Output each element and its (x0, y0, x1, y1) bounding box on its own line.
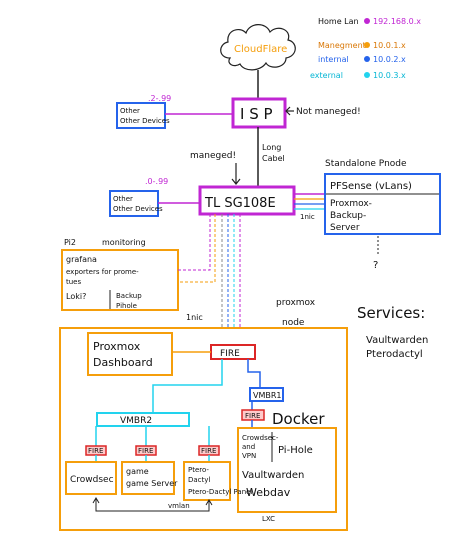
docker-lxc-box (237, 427, 337, 513)
switch-to-pi-home (178, 214, 211, 271)
standalone-proxmox: Proxmox- (330, 199, 372, 209)
isp-box (231, 97, 287, 129)
vmbr1-label: VMBR1 (253, 391, 282, 400)
vm-game-server-line1: game (126, 467, 149, 476)
switch-nic-label: 1nic (300, 213, 315, 221)
legend-internal-dot (364, 56, 370, 62)
isp-not-managed-note: Not maneged! (296, 107, 361, 117)
legend-internal-ip: 10.0.2.x (373, 55, 406, 64)
vm-ptero-line2: Dactyl (188, 476, 210, 484)
docker-webdav: Webdav (246, 486, 291, 499)
standalone-backup: Backup- (330, 211, 366, 221)
pi-subtitle: monitoring (102, 238, 146, 247)
pi-exporters-cont: tues (66, 278, 81, 286)
switch-other-ip: .0-.99 (145, 177, 168, 186)
switch-box (198, 185, 296, 216)
legend-home-dot (364, 18, 370, 24)
vm-game-server-label: game Server (126, 479, 178, 488)
legend: Home Lan 192.168.0.x Manegment 10.0.1.x … (310, 17, 421, 80)
vm-ptero-line1: Ptero- (188, 466, 209, 474)
docker-vaultwarden: Vaultwarden (242, 470, 304, 481)
cloud-icon (220, 24, 296, 71)
legend-external-dot (364, 72, 370, 78)
vmbr2-box (96, 412, 190, 427)
isp-other-devices-line1: Other (120, 107, 140, 115)
vm3-firewall-label: FIRE (201, 447, 216, 455)
docker-title: Docker (272, 410, 325, 428)
vm2-firewall-label: FIRE (138, 447, 153, 455)
cloudflare-cloud: CloudFlare (220, 24, 296, 71)
lxc-label: LXC (262, 515, 275, 523)
isp-other-devices-label: Other Devices (120, 117, 170, 125)
legend-home-label: Home Lan (318, 17, 359, 26)
vm-crowdsec-box (65, 461, 117, 495)
docker-firewall-label: FIRE (245, 412, 260, 420)
cloudflare-label: CloudFlare (234, 44, 287, 55)
managed-note: maneged! (190, 151, 236, 161)
legend-mgmt-dot (364, 42, 370, 48)
docker-pihole: Pi-Hole (278, 445, 313, 456)
switch-label: TL SG108E (204, 196, 276, 211)
vm-game-server-box (121, 461, 175, 495)
standalone-box (324, 173, 441, 235)
legend-internal-label: internal (318, 55, 349, 64)
legend-mgmt-label: Manegment (318, 41, 366, 50)
vm-pterodactyl-label: Ptero-Dactyl Panel (188, 488, 252, 496)
proxmox-dashboard-line1: Proxmox (93, 340, 141, 353)
isp-other-devices-box (116, 102, 166, 129)
legend-home-ip: 192.168.0.x (373, 17, 421, 26)
vmlan-link (95, 498, 210, 512)
proxmox-nic-label: 1nic (186, 313, 203, 322)
pi-box (61, 249, 179, 311)
vm1-firewall-label: FIRE (88, 447, 103, 455)
isp-other-ip: .2-.99 (148, 94, 171, 103)
pi-loki: Loki? (66, 292, 86, 301)
services-pterodactyl: Pterodactyl (366, 349, 423, 360)
proxmox-title-line2: node (282, 318, 305, 328)
docker-and: and (242, 443, 255, 451)
firewall-to-vmbr1 (247, 359, 261, 388)
proxmox-node-box (59, 327, 348, 531)
legend-mgmt-ip: 10.0.1.x (373, 41, 406, 50)
pi-grafana: grafana (66, 255, 97, 264)
isp-label: I S P (240, 105, 273, 123)
long-cable-line1: Long (262, 143, 281, 152)
vmbr1-box (249, 387, 284, 402)
pi-exporters: exporters for prome- (66, 268, 139, 276)
vmbr2-label: VMBR2 (120, 416, 152, 426)
vmlan-arrow-left (92, 497, 100, 504)
proxmox-title-line1: proxmox (276, 298, 316, 308)
legend-external-label: external (310, 71, 343, 80)
services-vaultwarden: Vaultwarden (366, 335, 428, 346)
proxmox-dashboard-box (87, 332, 173, 376)
standalone-pfsense: PFSense (vLans) (330, 181, 412, 192)
standalone-title: Standalone Pnode (325, 159, 407, 169)
pi-title: Pi2 (64, 238, 76, 247)
vmlan-label: vmlan (168, 502, 190, 510)
pi-backup: Backup (116, 292, 142, 300)
switch-other-devices-line1: Other (113, 195, 133, 203)
docker-crowdsec: Crowdsec- (242, 434, 279, 442)
vmlan-arrow-right (205, 499, 213, 506)
standalone-question: ? (373, 260, 378, 271)
standalone-server: Server (330, 223, 360, 233)
isp-note-arrowhead (285, 106, 291, 116)
proxmox-dashboard-line2: Dashboard (93, 356, 153, 369)
switch-other-devices-label: Other Devices (113, 205, 163, 213)
vm-crowdsec-label: Crowdsec (70, 475, 114, 485)
docker-vpn: VPN (242, 452, 256, 460)
switch-to-pi-mgmt (178, 214, 216, 283)
pi-pihole: Pihole (116, 302, 137, 310)
firewall-to-vmbr2 (152, 359, 223, 413)
managed-arrowhead (231, 178, 241, 185)
vm-pterodactyl-box (183, 461, 231, 501)
main-firewall-label: FIRE (220, 349, 240, 359)
legend-external-ip: 10.0.3.x (373, 71, 406, 80)
docker-firewall-box (241, 409, 265, 421)
long-cable-line2: Cabel (262, 154, 285, 163)
services-title: Services: (357, 304, 425, 322)
